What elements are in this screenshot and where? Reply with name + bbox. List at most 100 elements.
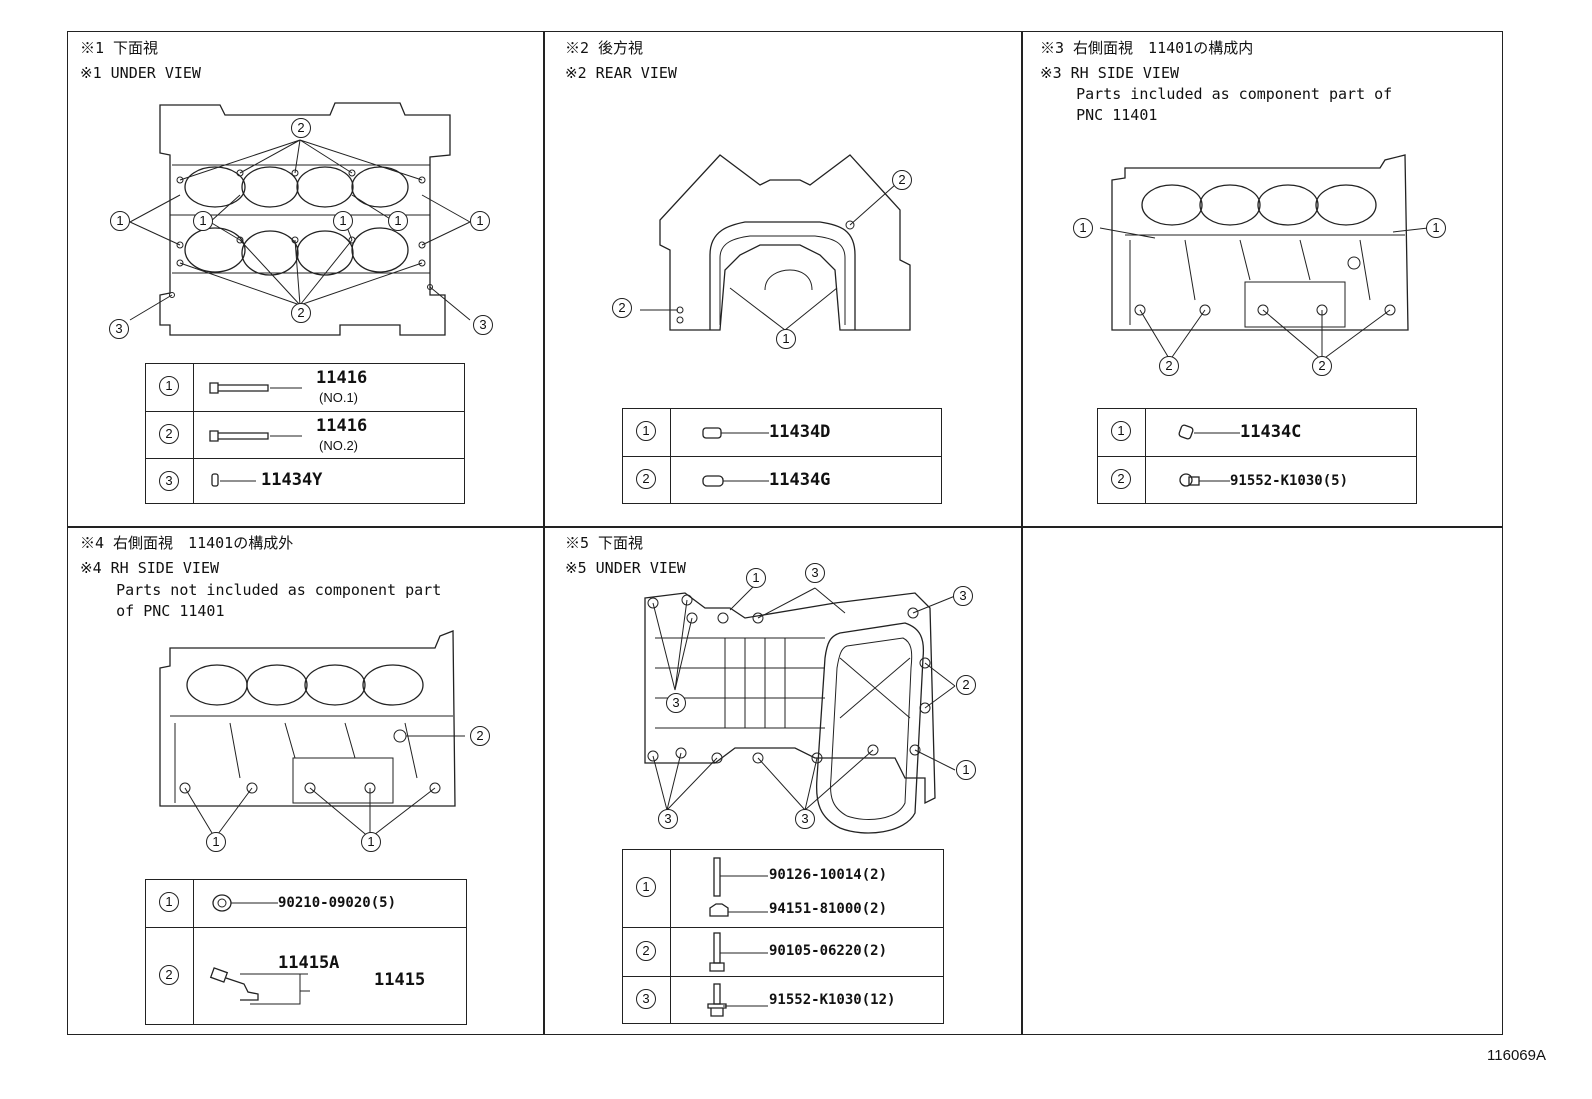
callout-2: 2 (612, 298, 632, 318)
part-sub-label: (NO.2) (319, 438, 358, 453)
panel-divider (1021, 32, 1023, 1034)
oil-pan-under-view-drawing (644, 582, 956, 834)
callout-2: 2 (291, 303, 311, 323)
callout-1: 1 (361, 832, 381, 852)
callout-2: 2 (956, 675, 976, 695)
legend-row: 1 11434D (623, 409, 941, 456)
flange-bolt-icon (707, 983, 768, 1017)
diagram-sheet (67, 31, 1503, 1035)
legend-number: 1 (159, 376, 179, 396)
engine-block-under-view-drawing (129, 102, 471, 336)
callout-3: 3 (658, 809, 678, 829)
panel-title-jp: ※3 右側面視 11401の構成内 (1040, 39, 1254, 57)
bolt-icon (709, 932, 768, 972)
pin-icon (211, 473, 256, 487)
callout-3: 3 (795, 809, 815, 829)
panel-title-jp: ※1 下面視 (80, 39, 159, 57)
panel-note: Parts not included as component part (80, 581, 442, 599)
callout-2: 2 (892, 170, 912, 190)
callout-2: 2 (470, 726, 490, 746)
panel-title-en: ※2 REAR VIEW (565, 64, 677, 82)
parts-legend-table: 1 11434D 2 11434G (622, 408, 942, 504)
dowel-pin-icon (702, 427, 769, 439)
callout-3: 3 (473, 315, 493, 335)
callout-1: 1 (206, 832, 226, 852)
legend-row: 1 11416 (NO.1) (146, 364, 464, 411)
part-number: 91552-K1030(5) (1230, 473, 1349, 489)
legend-row: 3 91552-K1030(12) (623, 976, 943, 1023)
panel-title-jp: ※4 右側面視 11401の構成外 (80, 534, 294, 552)
callout-1: 1 (956, 760, 976, 780)
part-number: 11416 (316, 368, 368, 388)
part-number: 11415 (374, 970, 426, 990)
panel-title-en: ※5 UNDER VIEW (565, 559, 686, 577)
panel-title-en: ※3 RH SIDE VIEW (1040, 64, 1179, 82)
legend-number: 2 (159, 424, 179, 444)
drawing-code: 116069A (1487, 1047, 1546, 1064)
part-number: 90126-10014(2) (769, 867, 888, 883)
panel-divider (68, 526, 1502, 528)
parts-legend-table: 1 11434C 2 91552-K1030(5) (1097, 408, 1417, 504)
panel-note: PNC 11401 (1040, 106, 1158, 124)
part-number: 90210-09020(5) (278, 895, 397, 911)
washer-icon (212, 894, 278, 912)
callout-1: 1 (776, 329, 796, 349)
panel-title-jp: ※5 下面視 (565, 534, 644, 552)
legend-number: 2 (636, 941, 656, 961)
drain-cock-assembly-icon (209, 967, 310, 1005)
legend-row: 1 90126-10014(2) 94151-81000(2) (623, 850, 943, 927)
legend-row: 2 11434G (623, 456, 941, 503)
dowel-pin-icon (1178, 424, 1240, 440)
bolt-icon (209, 382, 302, 394)
callout-3: 3 (805, 563, 825, 583)
legend-row: 2 11416 (NO.2) (146, 411, 464, 458)
parts-legend-table: 1 11416 (NO.1) 2 11416 (NO.2) 3 11434Y (145, 363, 465, 504)
legend-number: 1 (636, 421, 656, 441)
callout-1: 1 (470, 211, 490, 231)
callout-1: 1 (1426, 218, 1446, 238)
part-sub-label: (NO.1) (319, 390, 358, 405)
panel-divider (543, 32, 545, 1034)
callout-1: 1 (110, 211, 130, 231)
legend-number: 3 (159, 471, 179, 491)
legend-row: 2 11415A 11415 (146, 927, 466, 1024)
legend-number: 3 (636, 989, 656, 1009)
callout-1: 1 (1073, 218, 1093, 238)
callout-3: 3 (666, 693, 686, 713)
engine-block-rh-side-drawing (159, 630, 465, 839)
dowel-pin-icon (702, 475, 769, 487)
panel-note: of PNC 11401 (80, 602, 225, 620)
part-number: 11434C (1240, 422, 1302, 442)
panel-title-en: ※1 UNDER VIEW (80, 64, 201, 82)
bolt-icon (209, 430, 302, 442)
panel-note: Parts included as component part of (1040, 85, 1393, 103)
parts-legend-table: 1 90210-09020(5) 2 11415A 11415 (145, 879, 467, 1025)
callout-2: 2 (1312, 356, 1332, 376)
legend-number: 1 (636, 877, 656, 897)
callout-2: 2 (291, 118, 311, 138)
part-number: 11415A (278, 953, 340, 973)
part-number: 91552-K1030(12) (769, 992, 896, 1008)
part-number: 94151-81000(2) (769, 901, 888, 917)
part-number: 11434Y (261, 470, 323, 490)
legend-number: 2 (636, 469, 656, 489)
parts-legend-table: 1 90126-10014(2) 94151-81000(2) 2 90105-… (622, 849, 944, 1024)
legend-number: 2 (159, 965, 179, 985)
part-number: 11434D (769, 422, 831, 442)
callout-1: 1 (333, 211, 353, 231)
flange-bolt-icon (1179, 473, 1230, 487)
stud-and-nut-icon (709, 857, 768, 917)
part-number: 90105-06220(2) (769, 943, 888, 959)
callout-3: 3 (109, 319, 129, 339)
legend-row: 2 91552-K1030(5) (1098, 456, 1416, 503)
callout-2: 2 (1159, 356, 1179, 376)
legend-row: 1 11434C (1098, 409, 1416, 456)
legend-number: 2 (1111, 469, 1131, 489)
legend-row: 1 90210-09020(5) (146, 880, 466, 927)
callout-1: 1 (388, 211, 408, 231)
legend-number: 1 (159, 892, 179, 912)
callout-1: 1 (746, 568, 766, 588)
callout-1: 1 (193, 211, 213, 231)
legend-number: 1 (1111, 421, 1131, 441)
part-number: 11416 (316, 416, 368, 436)
